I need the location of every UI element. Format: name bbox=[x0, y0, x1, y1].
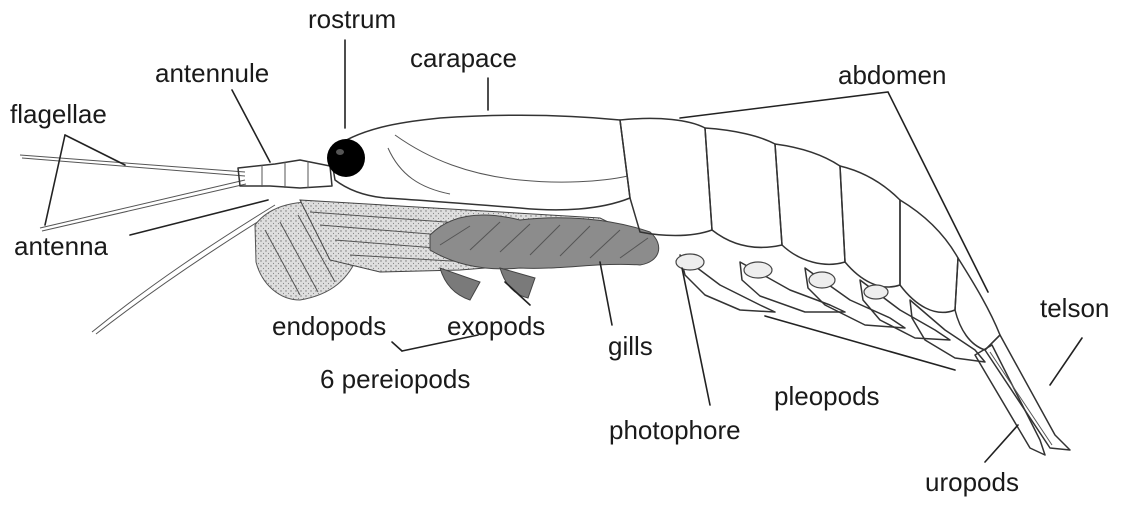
label-photophore: photophore bbox=[609, 415, 741, 445]
tail-fan bbox=[975, 335, 1070, 455]
gills-drawing bbox=[430, 215, 659, 300]
label-flagellae: flagellae bbox=[10, 99, 107, 129]
antennule-segments bbox=[238, 160, 332, 188]
label-rostrum: rostrum bbox=[308, 4, 396, 34]
label-pereiopods: 6 pereiopods bbox=[320, 364, 470, 394]
abdomen-segments bbox=[620, 118, 1000, 350]
label-gills: gills bbox=[608, 331, 653, 361]
label-antenna: antenna bbox=[14, 231, 109, 261]
label-uropods: uropods bbox=[925, 467, 1019, 497]
label-antennule: antennule bbox=[155, 58, 269, 88]
carapace-shell bbox=[330, 115, 630, 210]
label-telson: telson bbox=[1040, 293, 1109, 323]
label-exopods: exopods bbox=[447, 311, 545, 341]
pleopods-drawing bbox=[676, 254, 985, 362]
compound-eye bbox=[327, 139, 365, 177]
label-abdomen: abdomen bbox=[838, 60, 946, 90]
label-pleopods: pleopods bbox=[774, 381, 880, 411]
krill-illustration bbox=[20, 115, 1070, 455]
label-endopods: endopods bbox=[272, 311, 386, 341]
label-carapace: carapace bbox=[410, 43, 517, 73]
